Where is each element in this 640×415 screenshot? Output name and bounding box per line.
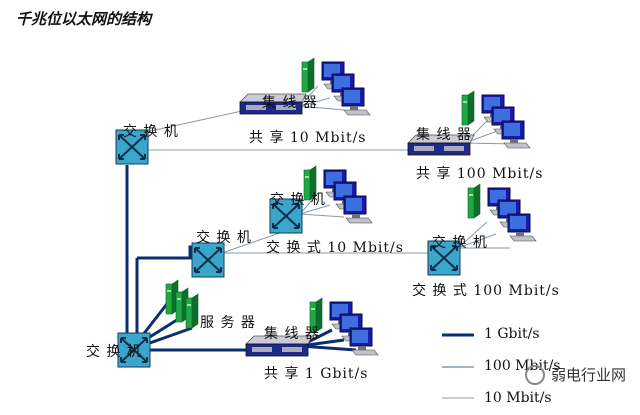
- switch-mid-left-label: 交 换 机: [196, 230, 252, 246]
- switch-right-speed-label: 交 换 式 100 Mbit/s: [412, 283, 560, 299]
- switch-mid-top-label: 交 换 机: [270, 192, 326, 208]
- legend-1gbit-label: 1 Gbit/s: [484, 326, 540, 342]
- hub-top-speed-label: 共 享 10 Mbit/s: [249, 130, 367, 146]
- wechat-logo-icon: [524, 364, 545, 385]
- legend-lines: [442, 333, 474, 399]
- watermark: 弱电行业网: [524, 364, 626, 385]
- hub-bottom-label: 集 线 器: [264, 326, 320, 342]
- pc-links: [299, 85, 513, 249]
- links-1gbit: [125, 165, 357, 352]
- hub-bottom-speed-label: 共 享 1 Gbit/s: [264, 366, 369, 382]
- hub-top-label: 集 线 器: [262, 95, 318, 111]
- legend-10mbit-label: 10 Mbit/s: [484, 390, 552, 406]
- switch-mid-speed-label: 交 换 式 10 Mbit/s: [266, 240, 404, 256]
- switch-right-label: 交 换 机: [432, 235, 488, 251]
- server-icon: [165, 279, 199, 329]
- switch-mid-left-icon: [191, 242, 225, 278]
- switch-top-label: 交 换 机: [123, 124, 179, 140]
- server-label: 服 务 器: [200, 315, 256, 331]
- links-10mbit: [145, 110, 430, 254]
- switch-core-label: 交 换 机: [86, 344, 142, 360]
- hub-right-speed-label: 共 享 100 Mbit/s: [416, 166, 544, 182]
- hub-right-label: 集 线 器: [416, 127, 472, 143]
- diagram-title: 千兆位以太网的结构: [16, 10, 152, 28]
- watermark-text: 弱电行业网: [550, 366, 626, 384]
